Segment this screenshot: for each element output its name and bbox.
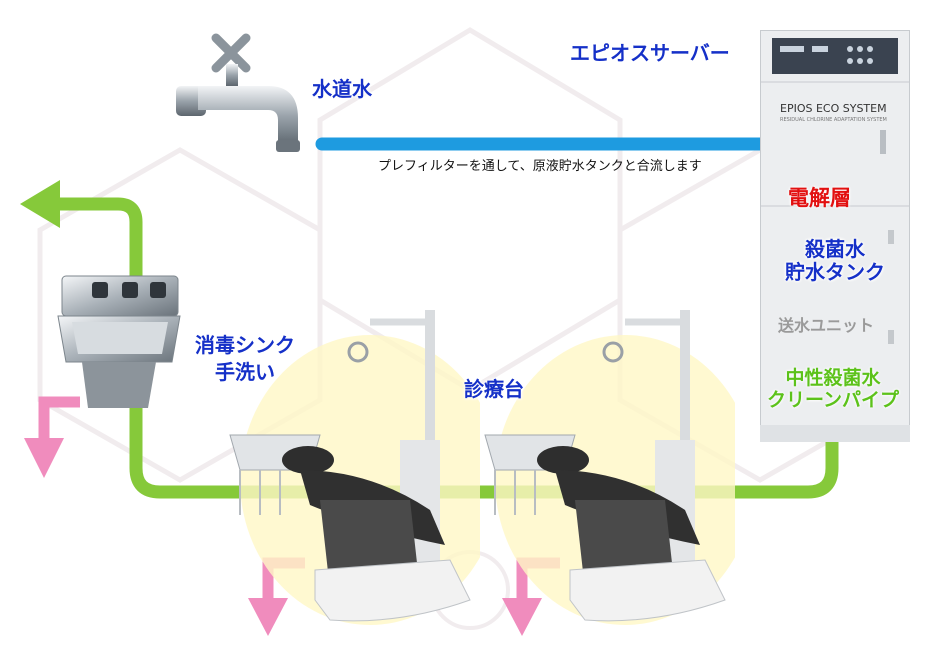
- electrolysis-label: 電解層: [788, 186, 851, 210]
- drain-arrow-head-chair2: [502, 598, 542, 636]
- sterile-tank-line2: 貯水タンク: [785, 260, 885, 284]
- cabinet-brand: EPIOS ECO SYSTEM: [780, 102, 887, 115]
- clean-pipe-line1: 中性殺菌水: [785, 367, 881, 389]
- dental-chair-icon: [229, 310, 480, 625]
- dental-chair-icon: [484, 310, 735, 625]
- feed-unit-label: 送水ユニット: [778, 316, 875, 335]
- sterile-tank-line1: 殺菌水: [805, 237, 865, 261]
- sink-label: 消毒シンク 手洗い: [180, 334, 310, 384]
- clean-pipe-line2: クリーンパイプ: [766, 388, 900, 411]
- server-label: エピオスサーバー: [570, 41, 730, 65]
- cabinet-subtitle: RESIDUAL CHLORINE ADAPTATION SYSTEM: [780, 117, 887, 123]
- clean-pipe: [60, 197, 839, 499]
- clean-pipe-label: 中性殺菌水 クリーンパイプ: [748, 367, 918, 412]
- dental-chair-label: 診療台: [464, 377, 524, 401]
- server-cabinet-icon: [760, 30, 910, 442]
- sink-line2: 手洗い: [215, 360, 275, 384]
- prefilter-note: プレフィルターを通して、原液貯水タンクと合流します: [378, 159, 702, 174]
- faucet-icon: [176, 33, 300, 152]
- sterile-tank-label: 殺菌水 貯水タンク: [770, 238, 900, 284]
- sink-icon: [57, 275, 181, 408]
- clean-pipe-arrow-icon: [20, 180, 60, 228]
- drain-arrow-head-chair1: [248, 598, 288, 636]
- tap-water-label: 水道水: [312, 77, 372, 101]
- drain-arrow-icon: [38, 396, 80, 440]
- sink-line1: 消毒シンク: [195, 333, 295, 357]
- drain-arrow-head-sink: [24, 438, 64, 478]
